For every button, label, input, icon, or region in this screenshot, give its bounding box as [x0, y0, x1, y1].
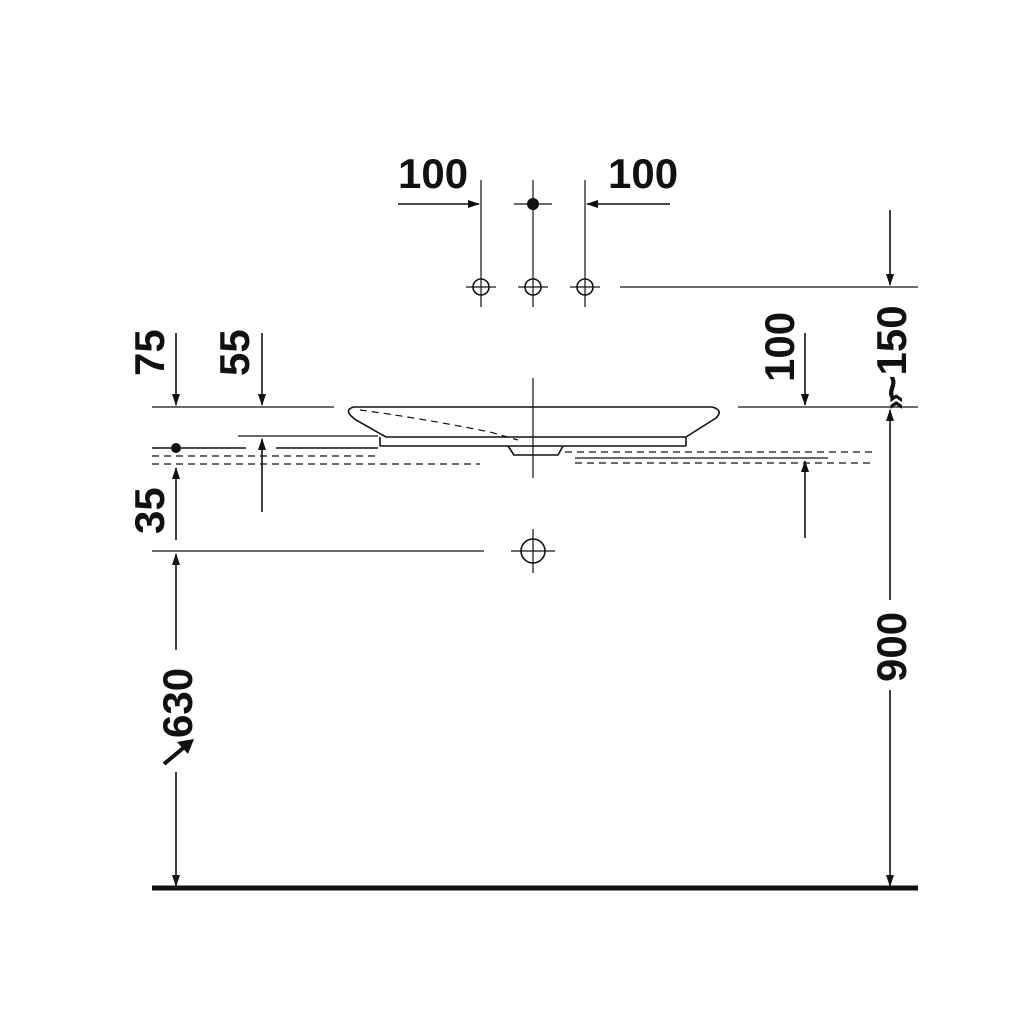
tap-hole-group: 100 100 [398, 150, 678, 307]
dim-rim-offset-left: 75 [126, 329, 173, 376]
basin-profile [347, 378, 720, 478]
tap-centre-dot-icon [527, 198, 539, 210]
tap-hole-right-icon [570, 278, 600, 296]
counter-lines [152, 435, 875, 465]
dim-rim-offset-inner: 55 [211, 329, 258, 376]
dim-rim-height: 900 [868, 612, 915, 682]
dim-tap-spacing-right: 100 [608, 150, 678, 197]
dim-waste-height: 630 [154, 668, 201, 738]
approx-marker-icon: » [878, 393, 911, 410]
dim-tap-spacing-left: 100 [398, 150, 468, 197]
dim-630-group: 630 [154, 553, 201, 887]
dim-tap-height: ~150 [868, 305, 915, 400]
tap-hole-centre-icon [518, 278, 548, 296]
waste-pipe-icon [511, 529, 555, 573]
right-dimension-group: ~150 » 900 [868, 210, 915, 887]
dim-waste-offset: 35 [126, 487, 173, 534]
dim-35-group: 35 [126, 467, 180, 540]
dim-75-group: 75 [126, 329, 180, 406]
arrow-icon [162, 739, 194, 766]
dim-rim-offset-right: 100 [756, 312, 803, 382]
tap-hole-left-icon [466, 278, 496, 296]
dim-100-right-group: 100 [756, 312, 809, 538]
dim-55-group: 55 [211, 329, 266, 512]
rim-reference-dot-icon [171, 443, 181, 453]
